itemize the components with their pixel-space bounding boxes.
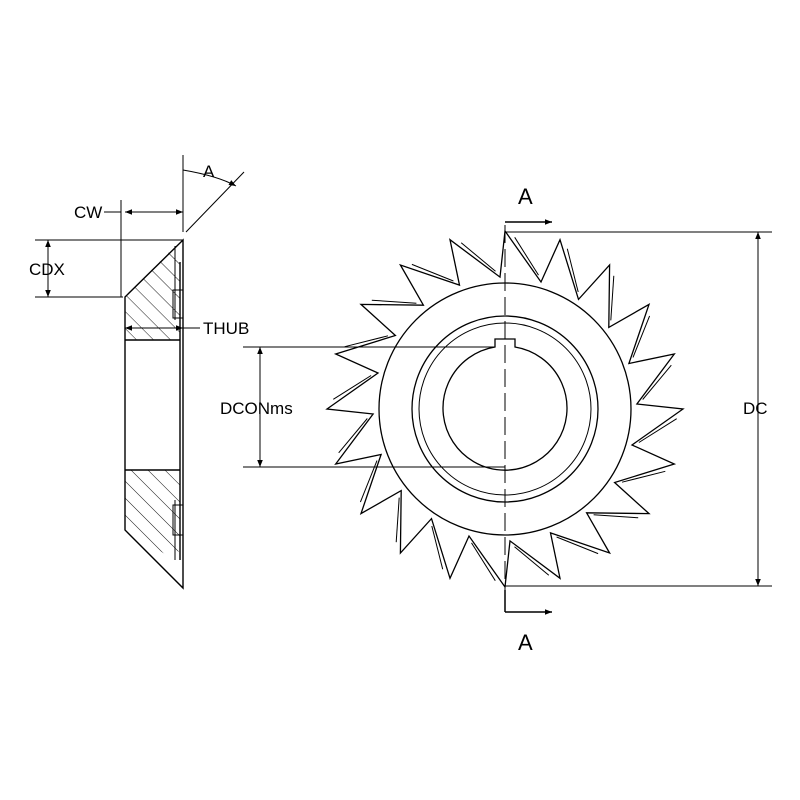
tooth-face-line	[371, 299, 417, 304]
section-hatch-bottom	[125, 470, 180, 560]
side-dimensions	[35, 155, 245, 331]
bore-with-keyway	[442, 338, 568, 471]
tooth-face-line	[642, 364, 672, 400]
tooth-face-line	[431, 525, 444, 570]
tooth-face-line	[566, 248, 579, 293]
cdx-label: CDX	[29, 260, 65, 279]
tooth-face-line	[471, 542, 496, 581]
front-dimensions	[243, 219, 772, 615]
tooth-face-line	[610, 275, 615, 321]
tooth-face-line	[338, 418, 368, 454]
cw-label: CW	[74, 203, 103, 222]
section-label-bottom: A	[518, 630, 533, 655]
tooth-face-line	[638, 418, 677, 443]
tooth-face-line	[411, 263, 454, 282]
section-hatch-top	[125, 246, 180, 340]
section-label-top: A	[518, 184, 533, 209]
thub-label: THUB	[203, 319, 250, 338]
tooth-face-line	[556, 536, 599, 555]
angle-label: A	[203, 162, 215, 181]
dcon-label: DCONms	[220, 399, 293, 418]
tooth-face-line	[593, 514, 639, 519]
tooth-face-line	[632, 315, 651, 358]
tooth-face-line	[359, 460, 378, 503]
tooth-face-line	[395, 497, 400, 543]
tooth-face-line	[333, 375, 372, 400]
tooth-face-line	[621, 470, 666, 483]
front-view	[325, 225, 685, 600]
tooth-face-line	[460, 242, 496, 272]
section-outline	[124, 238, 184, 590]
tooth-face-line	[514, 546, 550, 576]
side-section-view	[124, 238, 184, 590]
tooth-face-line	[344, 335, 389, 348]
tooth-gullets	[333, 237, 677, 581]
dc-label: DC	[743, 399, 768, 418]
tooth-face-line	[514, 237, 539, 276]
